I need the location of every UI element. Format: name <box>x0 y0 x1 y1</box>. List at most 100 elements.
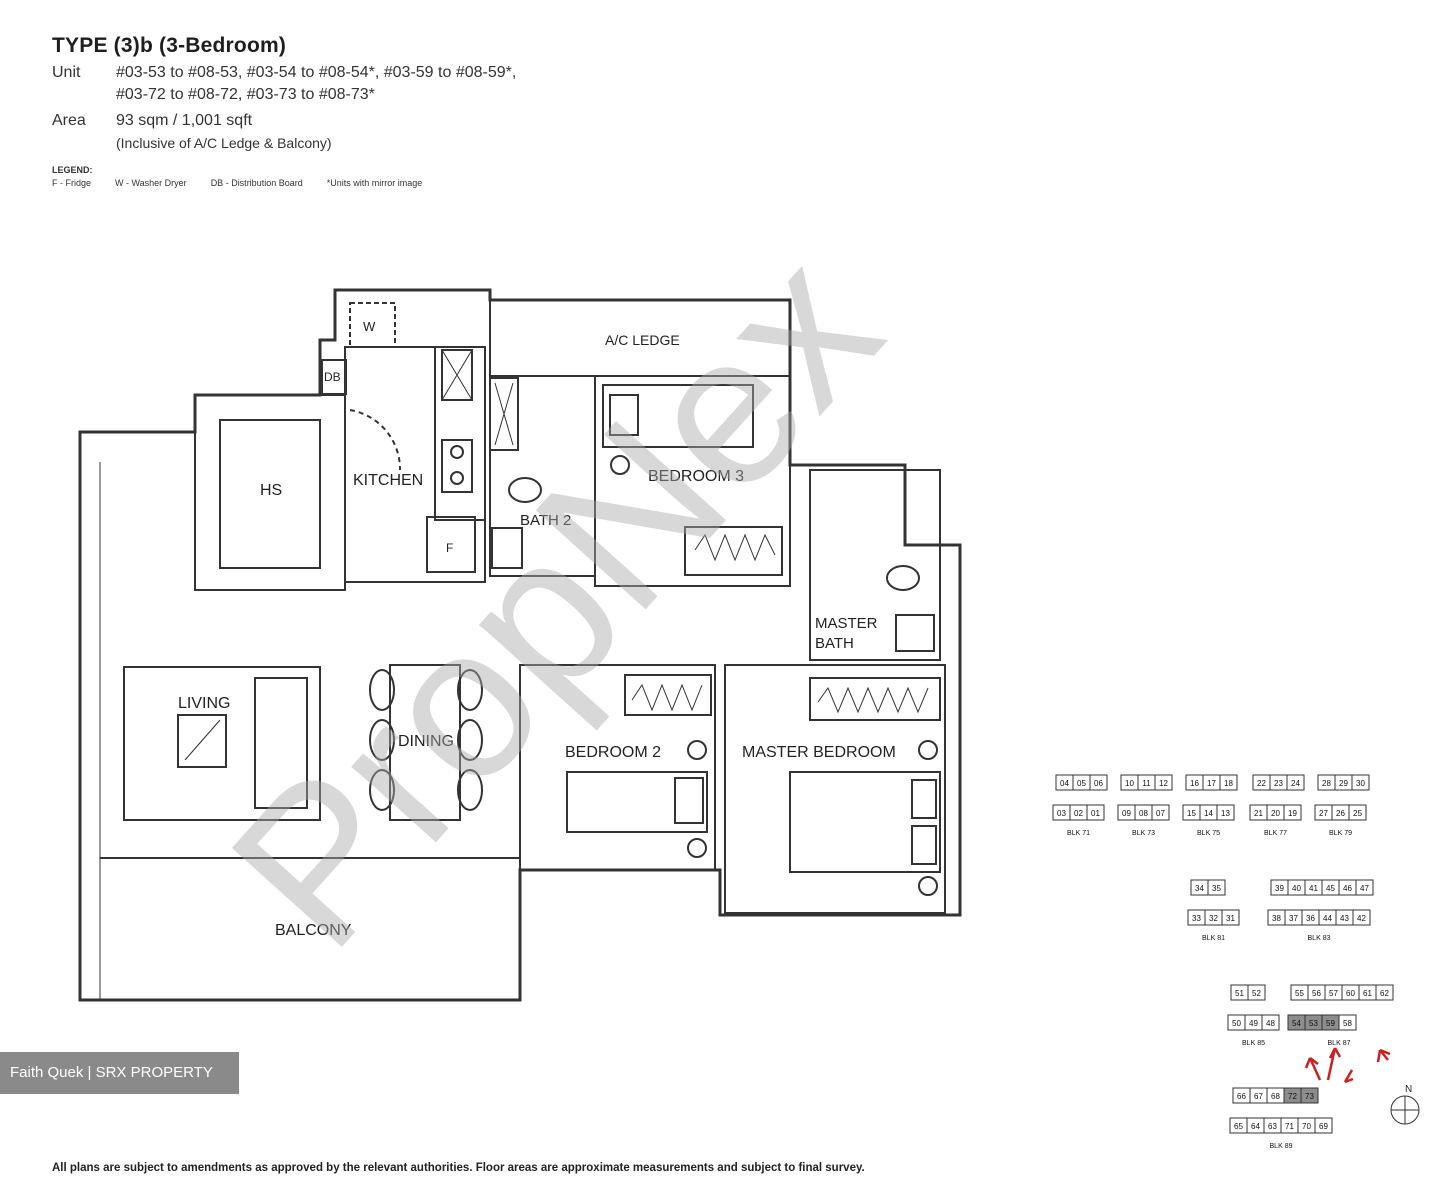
living-rug <box>123 666 321 821</box>
unit-number: 27 <box>1319 809 1328 818</box>
unit-number: 73 <box>1305 1092 1314 1101</box>
bath2-label: BATH 2 <box>520 512 571 529</box>
unit-number: 23 <box>1274 779 1283 788</box>
stove-1 <box>441 349 473 401</box>
legend: LEGEND: F - Fridge W - Washer Dryer DB -… <box>52 165 752 188</box>
master-wardrobe <box>809 677 941 721</box>
tv-diagonal <box>184 719 221 761</box>
hob-burner <box>450 471 464 485</box>
unit-cell <box>1348 804 1367 821</box>
unit-number: 50 <box>1232 1019 1241 1028</box>
bedroom3-room <box>594 375 791 587</box>
unit-cell <box>1151 804 1170 821</box>
unit-cell <box>1355 879 1374 896</box>
unit-number: 13 <box>1221 809 1230 818</box>
unit-cell <box>1154 774 1173 791</box>
unit-cell <box>1261 1014 1280 1031</box>
unit-number: 06 <box>1094 779 1103 788</box>
legend-item: W - Washer Dryer <box>115 178 187 188</box>
unit-number: 14 <box>1204 809 1213 818</box>
unit-number: 04 <box>1060 779 1069 788</box>
unit-number: 47 <box>1360 884 1369 893</box>
unit-number: 64 <box>1251 1122 1260 1131</box>
unit-cell <box>1219 774 1238 791</box>
master-toilet <box>886 565 920 591</box>
unit-number: 32 <box>1209 914 1218 923</box>
living-label: LIVING <box>178 695 230 712</box>
unit-row: Unit #03-53 to #08-53, #03-54 to #08-54*… <box>52 62 752 106</box>
unit-number: 60 <box>1346 989 1355 998</box>
unit-number: 70 <box>1302 1122 1311 1131</box>
bedroom2-pillow <box>674 777 704 824</box>
bedroom3-label: BEDROOM 3 <box>648 468 744 485</box>
dining-table <box>389 664 461 821</box>
unit-number: 39 <box>1275 884 1284 893</box>
dining-label: DINING <box>398 733 454 750</box>
bath2-shower-x <box>494 382 514 446</box>
unit-number: 52 <box>1252 989 1261 998</box>
db-label: DB <box>324 370 341 384</box>
master-bedroom-room <box>724 664 946 914</box>
unit-number: 65 <box>1234 1122 1243 1131</box>
unit-number: 57 <box>1329 989 1338 998</box>
fridge-box <box>426 516 476 573</box>
unit-number: 45 <box>1326 884 1335 893</box>
legend-item: *Units with mirror image <box>326 178 423 188</box>
hob-burner <box>450 445 464 459</box>
legend-heading: LEGEND: <box>52 165 93 175</box>
dining-chair <box>369 669 395 711</box>
block-label: BLK 81 <box>1202 935 1225 942</box>
unit-number: 05 <box>1077 779 1086 788</box>
master-pillow <box>911 779 937 819</box>
north-compass <box>1390 1095 1420 1125</box>
bedroom3-lamp <box>610 455 630 475</box>
block-label: BLK 73 <box>1132 830 1155 837</box>
unit-number: 61 <box>1363 989 1372 998</box>
unit-number: 08 <box>1139 809 1148 818</box>
unit-number: 34 <box>1195 884 1204 893</box>
unit-number: 24 <box>1291 779 1300 788</box>
unit-cell <box>1283 804 1302 821</box>
unit-number: 07 <box>1156 809 1165 818</box>
unit-number: 36 <box>1306 914 1315 923</box>
unit-cell <box>1352 909 1371 926</box>
master-sink <box>895 614 935 652</box>
block-label: BLK 71 <box>1067 830 1090 837</box>
area-value: 93 sqm / 1,001 sqft <box>116 112 253 129</box>
area-row: Area 93 sqm / 1,001 sqft (Inclusive of A… <box>52 110 752 155</box>
block-label: BLK 79 <box>1329 830 1352 837</box>
unit-cell <box>1216 804 1235 821</box>
fridge-label: F <box>446 541 453 555</box>
kitchen-room <box>344 346 486 583</box>
unit-number: 15 <box>1187 809 1196 818</box>
bath2-shower <box>489 377 519 451</box>
unit-number: 49 <box>1249 1019 1258 1028</box>
area-note: (Inclusive of A/C Ledge & Balcony) <box>116 135 332 151</box>
block-label: BLK 83 <box>1308 935 1331 942</box>
bedroom3-wardrobe <box>684 526 783 576</box>
unit-number: 10 <box>1125 779 1134 788</box>
bedroom2-lamp <box>687 838 707 858</box>
unit-number: 51 <box>1235 989 1244 998</box>
area-values: 93 sqm / 1,001 sqft (Inclusive of A/C Le… <box>116 110 752 155</box>
unit-cell <box>1314 1117 1333 1134</box>
living-tv <box>177 714 227 768</box>
red-arrows <box>1304 1047 1391 1084</box>
master-lamp <box>918 876 938 896</box>
dining-chair <box>369 769 395 811</box>
unit-cell <box>1207 879 1226 896</box>
unit-number: 33 <box>1192 914 1201 923</box>
master-bed <box>789 771 941 873</box>
unit-type-title: TYPE (3)b (3-Bedroom) <box>52 34 287 57</box>
master-pillow <box>911 825 937 865</box>
bedroom3-bed <box>602 384 754 448</box>
master-bath-label-1: MASTER <box>815 615 878 632</box>
unit-number: 11 <box>1142 779 1151 788</box>
unit-number: 66 <box>1237 1092 1246 1101</box>
unit-number: 55 <box>1295 989 1304 998</box>
master-lamp <box>918 740 938 760</box>
bath2-sink <box>491 527 523 569</box>
unit-number: 30 <box>1356 779 1365 788</box>
living-sofa <box>254 677 308 809</box>
